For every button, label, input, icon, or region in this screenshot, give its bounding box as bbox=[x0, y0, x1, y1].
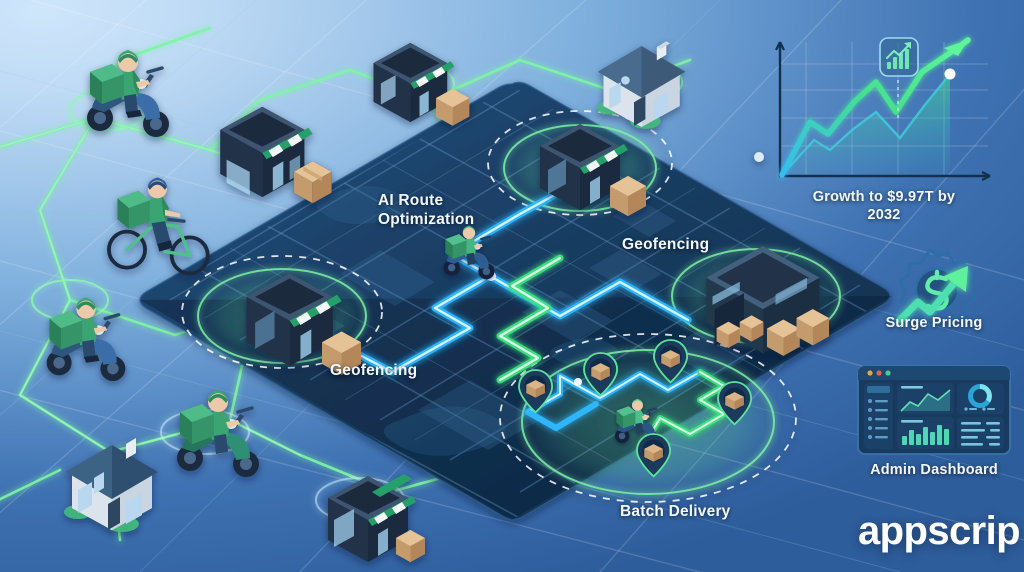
package-pins bbox=[518, 339, 753, 478]
package-box-icon bbox=[716, 321, 741, 348]
chart-endpoint-marker bbox=[944, 68, 956, 80]
rider-bicycle-left bbox=[107, 177, 210, 276]
chart-growth-series bbox=[779, 37, 971, 178]
route-batch-green bbox=[496, 254, 564, 384]
package-pin bbox=[518, 369, 554, 414]
rider-scooter-mid-left bbox=[46, 297, 126, 382]
gear-icon bbox=[898, 248, 977, 330]
dashboard-bar-chart-card bbox=[897, 417, 954, 449]
rider-scooter-bottom-left bbox=[177, 390, 259, 477]
package-box-icon bbox=[436, 88, 470, 126]
surge-pricing-icon bbox=[896, 248, 977, 330]
delivery-box-icon bbox=[445, 234, 467, 259]
admin-dashboard-label: Admin Dashboard bbox=[870, 462, 998, 478]
batch-route-node bbox=[574, 378, 582, 386]
awning-icon bbox=[410, 61, 455, 89]
delivery-box-icon bbox=[90, 64, 124, 104]
surge-pricing-label: Surge Pricing bbox=[885, 315, 983, 331]
package-box-icon bbox=[739, 315, 764, 342]
growth-chart-icon bbox=[775, 37, 991, 181]
shop-bottom bbox=[328, 474, 425, 562]
map-label-geofencing-left: Geofencing bbox=[330, 362, 418, 379]
dashboard-donut-chart-card bbox=[957, 383, 1004, 414]
package-pin bbox=[583, 352, 619, 397]
dashboard-line-chart-card bbox=[897, 383, 954, 414]
package-pin bbox=[717, 381, 753, 426]
delivery-box-icon bbox=[49, 310, 83, 350]
awning-icon bbox=[368, 496, 416, 526]
batch-route-cyan bbox=[525, 369, 703, 431]
warehouse-right bbox=[706, 246, 830, 356]
chart-badge-icon bbox=[879, 37, 919, 77]
chart-baseline-series bbox=[781, 73, 951, 176]
rider-scooter-top-left bbox=[87, 50, 169, 137]
package-box-icon bbox=[610, 176, 646, 216]
window-traffic-lights bbox=[867, 370, 891, 376]
map-label-batch-delivery: Batch Delivery bbox=[620, 503, 731, 520]
shop-on-map-top bbox=[540, 124, 646, 216]
shop-top-center bbox=[373, 42, 470, 126]
chart-area-fill bbox=[782, 74, 950, 175]
admin-dashboard-icon bbox=[857, 365, 1011, 455]
geofence-dashed-outlines bbox=[181, 110, 797, 503]
delivery-backpack-icon bbox=[117, 190, 150, 229]
awning-icon bbox=[289, 294, 342, 328]
awning-icon bbox=[262, 127, 313, 160]
package-box-icon bbox=[396, 530, 425, 562]
house-top-right bbox=[596, 41, 686, 129]
map-label-ai-route-optimization: AI Route Optimization bbox=[378, 192, 475, 228]
delivery-box-icon bbox=[180, 404, 214, 444]
package-box-icon bbox=[767, 319, 800, 356]
package-box-icon bbox=[796, 309, 830, 346]
rider-figure bbox=[144, 177, 181, 252]
surge-arrow-icon bbox=[896, 266, 968, 324]
growth-chart-label: Growth to $9.97T by 2032 bbox=[812, 189, 956, 223]
delivery-box-icon bbox=[616, 406, 636, 429]
map-label-geofencing-right: Geofencing bbox=[622, 236, 710, 253]
house-bottom-left bbox=[64, 438, 158, 532]
package-pin bbox=[636, 433, 672, 478]
shop-top-left bbox=[220, 106, 332, 204]
appscrip-logo: appscrip bbox=[858, 509, 1021, 553]
dashboard-list-card bbox=[957, 417, 1004, 449]
package-box-icon bbox=[293, 161, 332, 204]
awning-icon bbox=[580, 144, 628, 174]
package-pin bbox=[653, 339, 689, 384]
rider-scooter-on-map bbox=[443, 225, 495, 280]
map-corner-node bbox=[754, 152, 764, 162]
